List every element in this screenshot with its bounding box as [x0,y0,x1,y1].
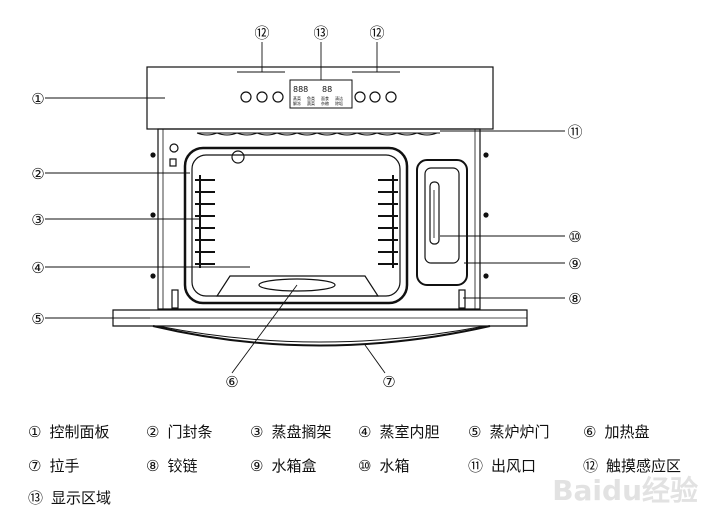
door-handle [152,325,491,347]
touch-button-right-2[interactable] [369,91,381,103]
steam-oven-diagram: 888 88 蒸菜 解冻 鱼类 蔬菜 面食 杂粮 清洁 除垢 ① ② ③ ④ ⑤… [31,24,582,391]
callout-5: ⑤ [31,310,44,328]
callout-8: ⑧ [568,290,581,308]
air-vent [196,132,440,136]
callout-13: ⑬ [313,24,328,42]
sensor-icon [169,143,179,153]
tray-rack-left [195,175,215,268]
touch-button-left-2[interactable] [256,91,268,103]
hinge-left [171,289,179,309]
lock-icon [169,158,177,167]
touch-button-right-1[interactable] [354,91,366,103]
door-seal [183,146,409,305]
display-label-1b: 解冻 [293,100,301,106]
control-panel [146,66,494,130]
oven-body [157,128,481,310]
touch-button-left-1[interactable] [240,91,252,103]
water-tank [424,167,460,264]
steam-chamber [191,154,401,297]
display-digits-left: 888 [293,85,308,94]
oven-door [112,309,528,327]
callout-7: ⑦ [382,373,395,391]
callout-12-right: ⑫ [369,24,384,42]
callout-2: ② [31,165,44,183]
display-label-2a: 鱼类 [307,95,315,101]
display-label-3a: 面食 [321,95,329,101]
callout-6: ⑥ [225,373,238,391]
display-label-1a: 蒸菜 [293,95,301,101]
watermark-logo: Baidu经验 [552,474,698,507]
callout-11: ⑪ [567,123,582,141]
callout-10: ⑩ [568,228,581,246]
heating-plate [215,275,380,297]
callout-3: ③ [31,211,44,229]
hinge-right [458,289,466,309]
display-label-4a: 清洁 [335,95,343,101]
display-label-2b: 蔬菜 [307,100,315,106]
display-label-4b: 除垢 [335,100,343,106]
touch-button-right-3[interactable] [385,91,397,103]
callout-1: ① [31,90,44,108]
callout-4: ④ [31,259,44,277]
water-tank-box [416,159,468,286]
display-digits-right: 88 [322,85,332,94]
touch-button-left-3[interactable] [272,91,284,103]
tray-rack-right [378,175,398,268]
display-label-3b: 杂粮 [321,100,329,106]
callout-9: ⑨ [568,255,581,273]
callout-12-left: ⑫ [254,24,269,42]
